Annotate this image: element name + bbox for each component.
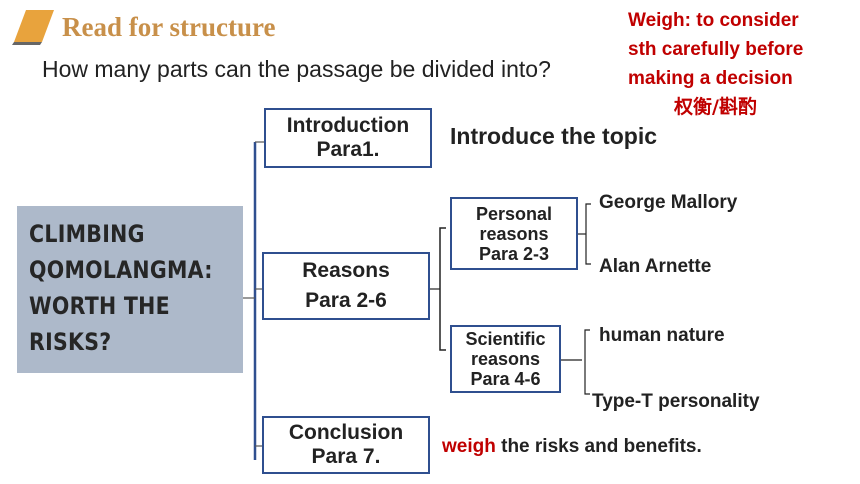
definition-note: Weigh: to consider sth carefully before … xyxy=(628,6,858,122)
example-alan-arnette: Alan Arnette xyxy=(599,256,712,277)
scientific-reasons-box: Scientific reasons Para 4-6 xyxy=(450,325,561,393)
reasons-bracket xyxy=(439,227,446,351)
conclusion-keyword: weigh xyxy=(442,436,496,457)
definition-line-3: making a decision xyxy=(628,68,793,89)
passage-title-box: CLIMBING QOMOLANGMA: WORTH THE RISKS? xyxy=(17,206,243,373)
introduction-para: Para1. xyxy=(316,138,380,161)
conclusion-box: Conclusion Para 7. xyxy=(262,416,430,474)
introduction-description: Introduce the topic xyxy=(450,123,657,149)
example-type-t-personality: Type-T personality xyxy=(592,391,760,412)
title-line-1: CLIMBING xyxy=(29,220,145,248)
definition-line-2: sth carefully before xyxy=(628,39,804,60)
conclusion-para: Para 7. xyxy=(311,445,381,468)
reasons-label: Reasons xyxy=(302,259,390,282)
definition-line-1: Weigh: to consider xyxy=(628,10,799,31)
scientific-label-2: reasons xyxy=(470,349,541,369)
definition-chinese: 权衡/斟酌 xyxy=(674,96,757,118)
reasons-box: Reasons Para 2-6 xyxy=(262,252,430,320)
personal-label-2: reasons xyxy=(479,223,549,244)
introduction-box: Introduction Para1. xyxy=(264,108,432,168)
personal-reasons-box: Personal reasons Para 2-3 xyxy=(450,197,578,270)
introduction-label: Introduction xyxy=(286,114,410,137)
question-text: How many parts can the passage be divide… xyxy=(42,56,551,82)
conclusion-description: weigh the risks and benefits. xyxy=(442,436,702,458)
scientific-para: Para 4-6 xyxy=(470,369,541,389)
reasons-para: Para 2-6 xyxy=(305,289,387,312)
personal-bracket xyxy=(585,203,591,265)
section-title: Read for structure xyxy=(62,12,276,42)
title-line-4: RISKS? xyxy=(29,328,112,356)
title-line-2: QOMOLANGMA: xyxy=(29,256,213,284)
scientific-bracket xyxy=(584,329,590,395)
example-human-nature: human nature xyxy=(599,325,725,346)
title-line-3: WORTH THE xyxy=(29,292,170,320)
scientific-label: Scientific xyxy=(465,329,546,349)
example-george-mallory: George Mallory xyxy=(599,192,738,213)
personal-para: Para 2-3 xyxy=(478,243,550,264)
conclusion-label: Conclusion xyxy=(288,421,404,444)
slanted-bookmark-icon xyxy=(12,10,54,45)
conclusion-rest: the risks and benefits. xyxy=(495,436,702,457)
personal-label: Personal xyxy=(475,203,553,224)
